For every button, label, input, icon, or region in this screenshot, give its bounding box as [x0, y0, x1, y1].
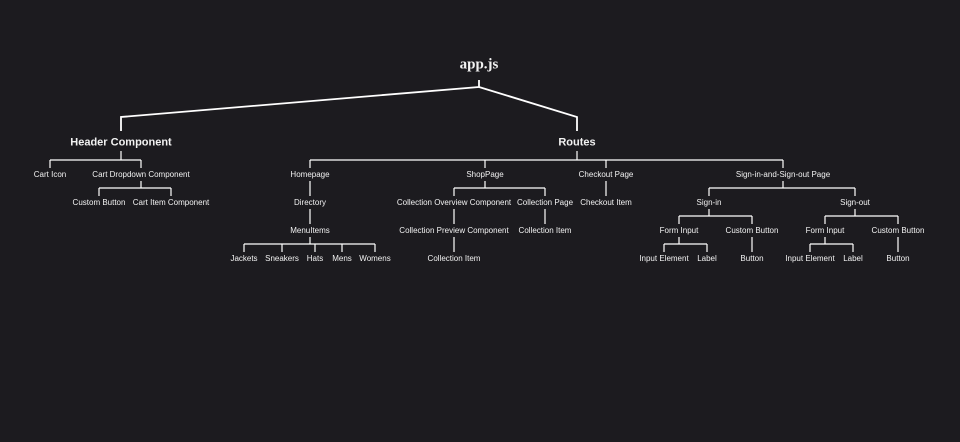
connector-root-routes [478, 86, 578, 131]
cart-item-node: Cart Item Component [132, 198, 210, 207]
sign-in-form-input-node: Form Input [659, 226, 699, 235]
sign-out-custom-button-node: Custom Button [871, 226, 925, 235]
sign-in-label-node: Label [697, 254, 717, 263]
collection-page-item-node: Collection Item [518, 226, 572, 235]
sign-in-input-element-node: Input Element [639, 254, 689, 263]
sign-out-form-input-node: Form Input [805, 226, 845, 235]
menu-item-hats: Hats [306, 254, 324, 263]
sign-in-node: Sign-in [696, 198, 722, 207]
menu-item-womens: Womens [359, 254, 391, 263]
directory-node: Directory [293, 198, 327, 207]
auth-page-node: Sign-in-and-Sign-out Page [735, 170, 831, 179]
menu-items-node: MenuItems [290, 226, 330, 235]
routes-node: Routes [558, 136, 596, 149]
menu-item-sneakers: Sneakers [265, 254, 299, 263]
custom-button-node: Custom Button [72, 198, 126, 207]
collection-page-node: Collection Page [516, 198, 574, 207]
checkout-item-node: Checkout Item [580, 198, 632, 207]
sign-out-input-element-node: Input Element [785, 254, 835, 263]
sign-in-button-node: Button [740, 254, 764, 263]
collection-overview-node: Collection Overview Component [396, 198, 512, 207]
sign-out-node: Sign-out [840, 198, 870, 207]
sign-out-label-node: Label [843, 254, 863, 263]
menu-item-mens: Mens [332, 254, 352, 263]
collection-preview-node: Collection Preview Component [399, 226, 509, 235]
cart-dropdown-node: Cart Dropdown Component [92, 170, 190, 179]
homepage-node: Homepage [290, 170, 330, 179]
sign-out-button-node: Button [886, 254, 910, 263]
menu-item-jackets: Jackets [230, 254, 258, 263]
cart-icon-node: Cart Icon [33, 170, 67, 179]
header-component-node: Header Component [70, 136, 172, 149]
sign-in-custom-button-node: Custom Button [725, 226, 779, 235]
collection-item-node: Collection Item [427, 254, 481, 263]
shop-page-node: ShopPage [466, 170, 504, 179]
root-node: app.js [459, 56, 499, 73]
connector-root-header [120, 86, 480, 131]
checkout-page-node: Checkout Page [578, 170, 634, 179]
